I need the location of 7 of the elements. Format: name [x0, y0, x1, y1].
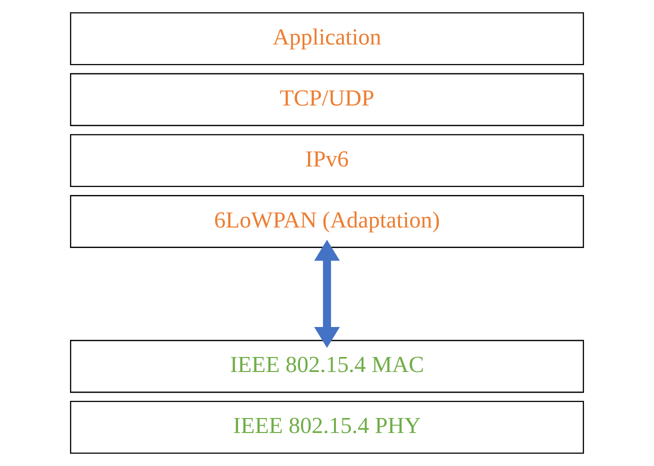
arrow	[314, 240, 340, 348]
node-box: TCP/UDP	[70, 73, 584, 126]
node-box: Application	[70, 12, 584, 66]
node-box: IPv6	[70, 134, 584, 187]
node-box: IEEE 802.15.4 PHY	[70, 400, 584, 454]
node-box: 6LoWPAN (Adaptation)	[70, 195, 584, 248]
node-box: IEEE 802.15.4 MAC	[70, 340, 584, 393]
